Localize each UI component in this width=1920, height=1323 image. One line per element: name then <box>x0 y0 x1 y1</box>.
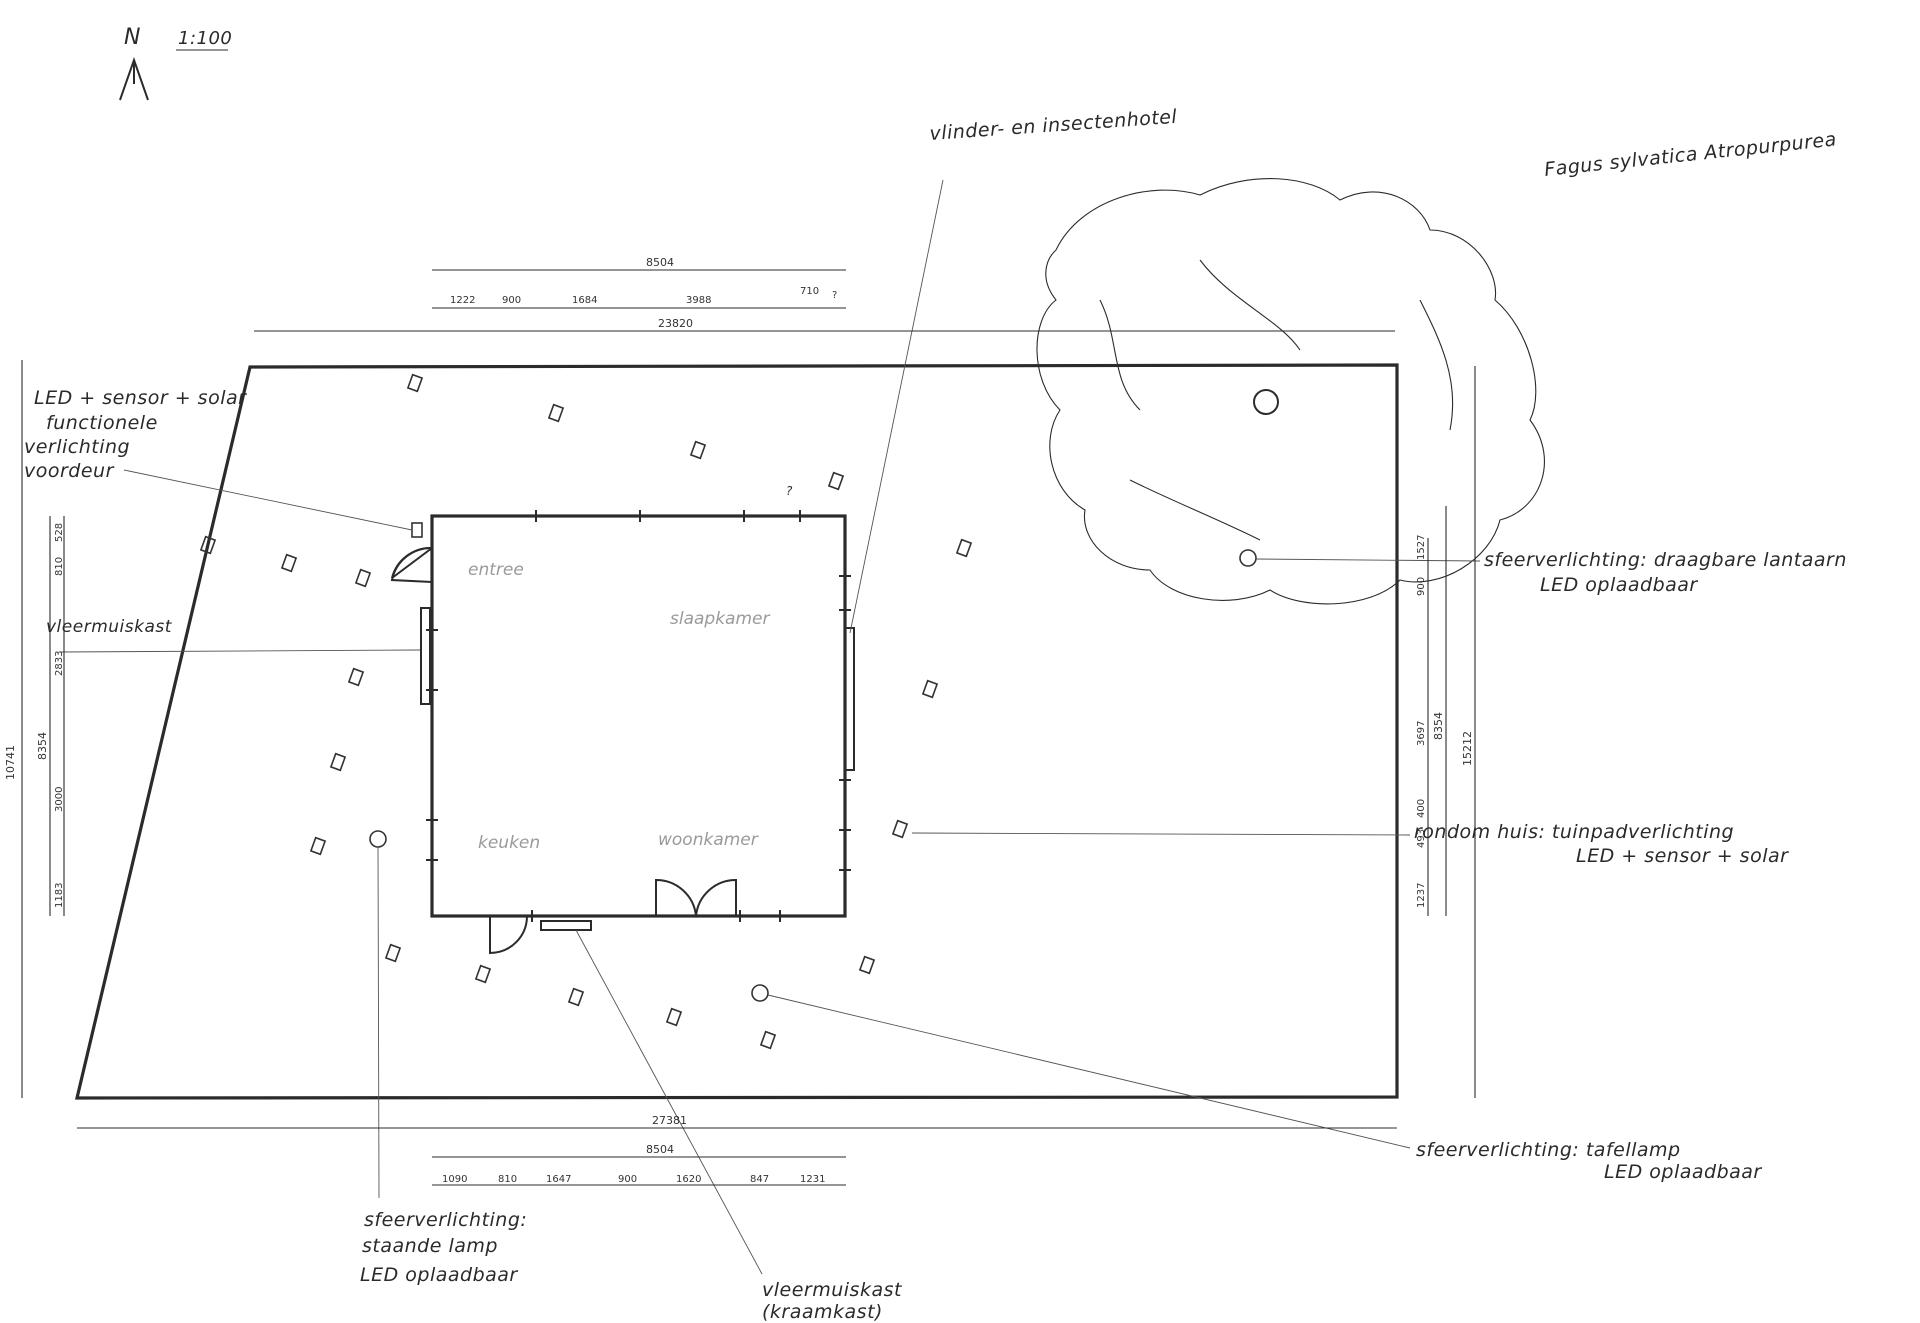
svg-text:?: ? <box>832 290 837 301</box>
svg-text:1183: 1183 <box>54 883 65 908</box>
svg-text:10741: 10741 <box>4 745 17 780</box>
table-lamp-label: sfeerverlichting: tafellamp LED oplaadba… <box>1416 1139 1762 1183</box>
svg-text:verlichting: verlichting <box>24 436 130 458</box>
dimension-top: 8504 1222 900 1684 3988 710 ? 23820 <box>254 256 1395 332</box>
scale-label: 1:100 <box>178 28 232 49</box>
bat-box-west-label: vleermuiskast <box>46 617 173 637</box>
insect-hotel-label: vlinder- en insectenhotel <box>929 106 1178 145</box>
question-mark: ? <box>786 484 793 498</box>
svg-text:15212: 15212 <box>1461 731 1474 766</box>
path-light-icon <box>474 964 492 984</box>
path-light-icon <box>547 403 565 423</box>
svg-text:LED oplaadbaar: LED oplaadbaar <box>360 1264 518 1286</box>
svg-text:sfeerverlichting: tafellamp: sfeerverlichting: tafellamp <box>1416 1139 1681 1161</box>
room-woonkamer: woonkamer <box>658 830 759 850</box>
svg-text:staande lamp: staande lamp <box>362 1235 498 1257</box>
room-entree: entree <box>468 560 524 580</box>
svg-text:rondom huis: tuinpadverlichtin: rondom huis: tuinpadverlichting <box>1414 821 1734 843</box>
svg-text:LED + sensor + solar: LED + sensor + solar <box>34 387 247 409</box>
svg-text:810: 810 <box>54 557 65 576</box>
svg-text:sfeerverlichting:: sfeerverlichting: <box>364 1209 527 1231</box>
tree-trunk-icon <box>1253 389 1279 415</box>
svg-text:810: 810 <box>498 1174 517 1185</box>
svg-text:8354: 8354 <box>1432 712 1445 740</box>
path-light-icon <box>759 1030 777 1050</box>
svg-text:2833: 2833 <box>54 651 65 676</box>
path-light-icon <box>955 538 973 558</box>
svg-text:3988: 3988 <box>686 295 711 306</box>
lantern-label: sfeerverlichting: draagbare lantaarn LED… <box>1484 549 1847 596</box>
path-light-icon <box>280 553 298 573</box>
svg-text:493: 493 <box>1416 829 1427 848</box>
tree-species-label: Fagus sylvatica Atropurpurea <box>1543 128 1838 181</box>
standing-lamp-icon <box>369 830 387 848</box>
svg-text:1231: 1231 <box>800 1174 825 1185</box>
svg-text:710: 710 <box>800 286 819 297</box>
svg-text:900: 900 <box>502 295 521 306</box>
room-slaapkamer: slaapkamer <box>670 609 770 629</box>
svg-text:(kraamkast): (kraamkast) <box>762 1301 883 1323</box>
path-light-icon <box>406 373 424 393</box>
svg-text:1222: 1222 <box>450 295 475 306</box>
svg-text:528: 528 <box>54 523 65 542</box>
dimension-left: 10741 8354 528 810 2833 3000 1183 <box>4 360 65 1098</box>
svg-text:1527: 1527 <box>1416 535 1427 560</box>
standing-lamp-label: sfeerverlichting: staande lamp LED oplaa… <box>360 1209 527 1286</box>
svg-text:3697: 3697 <box>1416 721 1427 746</box>
north-arrow-icon <box>119 56 149 101</box>
lantern-icon <box>1239 549 1257 567</box>
leader-lines <box>59 179 1481 1275</box>
svg-text:400: 400 <box>1416 799 1427 818</box>
svg-text:1684: 1684 <box>572 295 597 306</box>
path-light-icon <box>891 819 909 839</box>
path-light-icon <box>347 667 365 687</box>
svg-text:voordeur: voordeur <box>24 460 115 482</box>
path-light-icon <box>567 987 585 1007</box>
svg-text:847: 847 <box>750 1174 769 1185</box>
path-light-icon <box>309 836 327 856</box>
path-light-icon <box>384 943 402 963</box>
svg-text:1090: 1090 <box>442 1174 467 1185</box>
svg-text:LED oplaadbaar: LED oplaadbaar <box>1604 1161 1762 1183</box>
svg-text:LED + sensor + solar: LED + sensor + solar <box>1576 845 1789 867</box>
svg-text:vleermuiskast: vleermuiskast <box>762 1279 903 1301</box>
path-light-icon <box>858 955 876 975</box>
svg-text:1237: 1237 <box>1416 883 1427 908</box>
svg-text:900: 900 <box>618 1174 637 1185</box>
svg-text:sfeerverlichting: draagbare la: sfeerverlichting: draagbare lantaarn <box>1484 549 1847 571</box>
svg-text:1620: 1620 <box>676 1174 701 1185</box>
path-light-icon <box>921 679 939 699</box>
tree-crown-detail <box>1099 259 1454 541</box>
svg-text:8504: 8504 <box>646 256 674 269</box>
svg-text:8354: 8354 <box>36 732 49 760</box>
path-light-icon <box>354 568 372 588</box>
house <box>390 510 855 955</box>
svg-text:27381: 27381 <box>652 1114 687 1127</box>
path-light-icon <box>827 471 845 491</box>
svg-text:1647: 1647 <box>546 1174 571 1185</box>
front-door-light-label: LED + sensor + solar functionele verlich… <box>24 387 247 482</box>
plot-boundary <box>74 363 1399 1100</box>
svg-text:LED oplaadbaar: LED oplaadbaar <box>1540 574 1698 596</box>
bat-box-south-label: vleermuiskast (kraamkast) <box>762 1279 903 1323</box>
table-lamp-icon <box>751 984 769 1002</box>
dimension-bottom: 27381 8504 1090 810 1647 900 1620 847 12… <box>77 1114 1397 1186</box>
front-door-light-icon <box>411 522 423 538</box>
garden-path-label: rondom huis: tuinpadverlichting LED + se… <box>1414 821 1789 867</box>
path-light-icon <box>689 440 707 460</box>
svg-text:functionele: functionele <box>46 412 158 434</box>
garden-path-lights <box>199 373 973 1050</box>
svg-text:3000: 3000 <box>54 787 65 812</box>
svg-text:900: 900 <box>1416 577 1427 596</box>
beech-tree-crown-icon <box>1036 178 1545 605</box>
north-label: N <box>124 25 141 50</box>
svg-text:23820: 23820 <box>658 317 693 330</box>
path-light-icon <box>665 1007 683 1027</box>
room-keuken: keuken <box>478 833 540 853</box>
dimension-right: 15212 8354 1527 900 3697 400 493 1237 <box>1416 366 1476 1098</box>
svg-text:8504: 8504 <box>646 1143 674 1156</box>
path-light-icon <box>199 535 217 555</box>
path-light-icon <box>329 752 347 772</box>
